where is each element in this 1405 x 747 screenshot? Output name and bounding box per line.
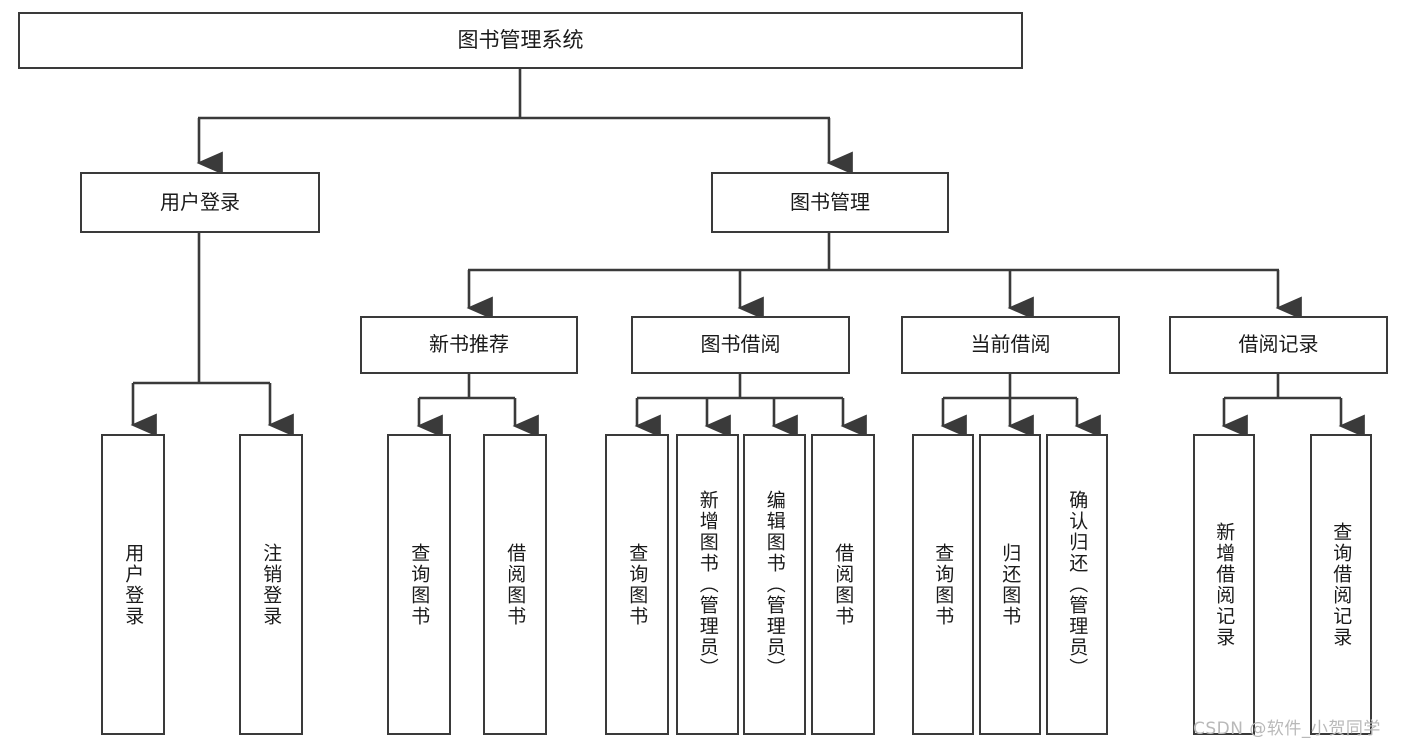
node-label: 归还图书: [999, 542, 1022, 627]
node-label: 注销登录: [260, 542, 283, 627]
node-label: 图书借阅: [700, 332, 781, 357]
node-leaf-current-borrow-confirm[interactable]: 确认归还（管理员）: [1046, 434, 1108, 735]
node-leaf-new-book-query[interactable]: 查询图书: [387, 434, 451, 735]
node-new-book-recommend[interactable]: 新书推荐: [360, 316, 578, 374]
node-root-book-management-system[interactable]: 图书管理系统: [18, 12, 1023, 69]
node-current-borrow[interactable]: 当前借阅: [901, 316, 1120, 374]
node-label: 借阅图书: [504, 542, 527, 627]
node-label: 当前借阅: [970, 332, 1051, 357]
node-label: 用户登录: [122, 542, 145, 627]
node-book-borrow[interactable]: 图书借阅: [631, 316, 850, 374]
node-label: 查询图书: [626, 542, 649, 627]
node-leaf-current-borrow-query[interactable]: 查询图书: [912, 434, 974, 735]
node-label: 新增图书（管理员）: [696, 490, 719, 679]
node-book-management[interactable]: 图书管理: [711, 172, 949, 233]
node-borrow-record[interactable]: 借阅记录: [1169, 316, 1388, 374]
node-label: 图书管理: [790, 189, 870, 214]
node-user-login[interactable]: 用户登录: [80, 172, 320, 233]
node-leaf-book-borrow-edit[interactable]: 编辑图书（管理员）: [743, 434, 806, 735]
node-leaf-book-borrow-query[interactable]: 查询图书: [605, 434, 669, 735]
node-label: 确认归还（管理员）: [1066, 490, 1089, 679]
node-label: 新增借阅记录: [1213, 521, 1236, 648]
node-label: 用户登录: [160, 189, 240, 214]
node-leaf-user-login-logout[interactable]: 注销登录: [239, 434, 303, 735]
node-leaf-book-borrow-add[interactable]: 新增图书（管理员）: [676, 434, 739, 735]
node-label: 新书推荐: [429, 332, 509, 357]
node-label: 编辑图书（管理员）: [763, 490, 786, 679]
node-label: 查询图书: [932, 542, 955, 627]
csdn-watermark: CSDN @软件_小贺同学: [1193, 719, 1381, 739]
node-label: 借阅记录: [1238, 332, 1319, 357]
node-leaf-book-borrow-borrow[interactable]: 借阅图书: [811, 434, 875, 735]
node-leaf-borrow-record-query[interactable]: 查询借阅记录: [1310, 434, 1372, 735]
node-leaf-borrow-record-add[interactable]: 新增借阅记录: [1193, 434, 1255, 735]
node-label: 图书管理系统: [457, 28, 584, 53]
node-leaf-current-borrow-return[interactable]: 归还图书: [979, 434, 1041, 735]
node-leaf-new-book-borrow[interactable]: 借阅图书: [483, 434, 547, 735]
node-label: 查询图书: [408, 542, 431, 627]
node-leaf-user-login-login[interactable]: 用户登录: [101, 434, 165, 735]
node-label: 查询借阅记录: [1330, 521, 1353, 648]
node-label: 借阅图书: [832, 542, 855, 627]
